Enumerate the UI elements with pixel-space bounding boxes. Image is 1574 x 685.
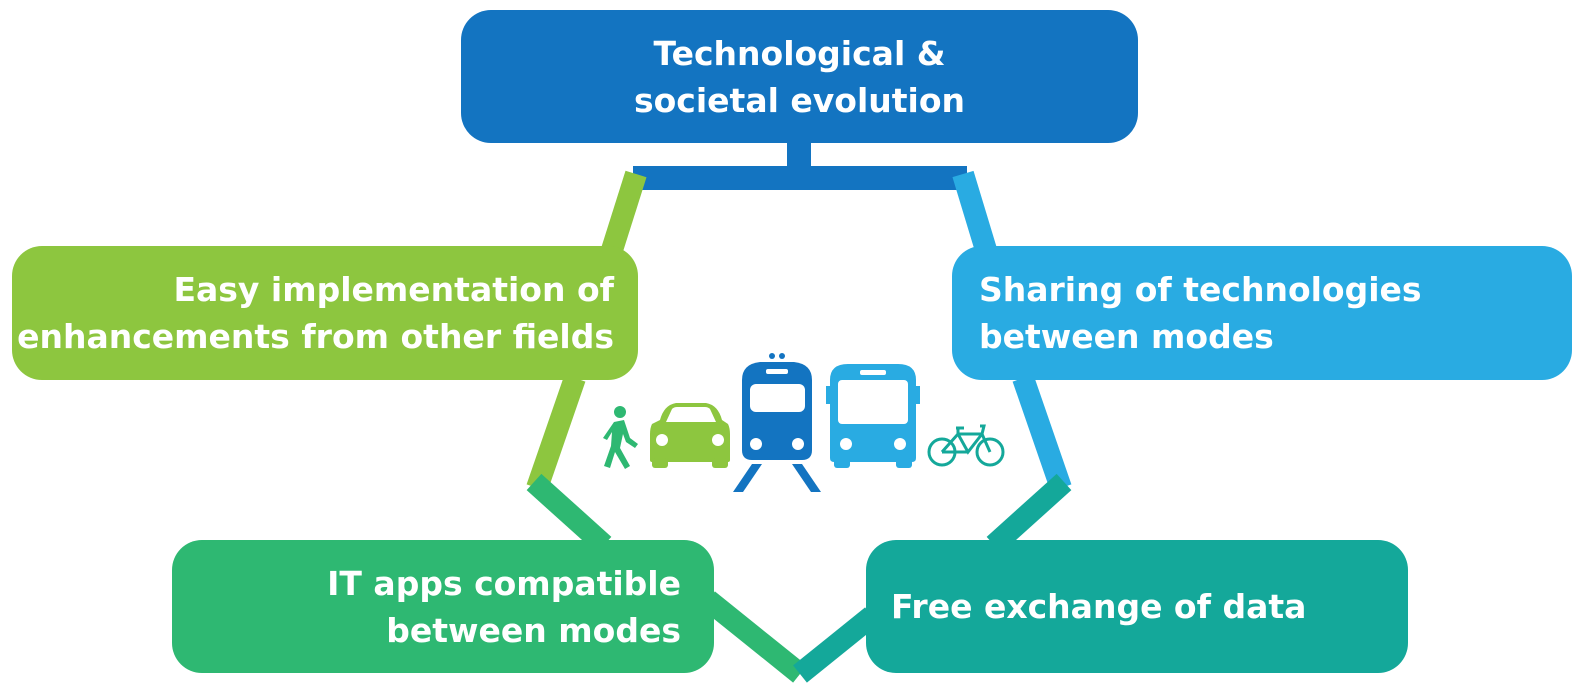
connector-bottom-right <box>793 607 879 683</box>
connector-top-stem <box>787 140 811 170</box>
connector-lower-right <box>1012 374 1072 492</box>
node-left-line-2: enhancements from other fields <box>17 317 614 356</box>
node-it-apps-compatible: IT apps compatible between modes <box>172 540 714 673</box>
pedestrian-icon <box>603 406 638 469</box>
node-left-line-1: Easy implementation of <box>173 270 614 309</box>
bicycle-icon <box>927 424 1005 467</box>
node-br-line-1: Free exchange of data <box>891 587 1307 626</box>
bus-icon <box>826 364 920 468</box>
connector-left-slope <box>526 473 612 554</box>
car-icon <box>650 403 730 468</box>
node-technological-societal-evolution: Technological & societal evolution <box>461 10 1138 143</box>
transport-icons <box>603 353 1005 492</box>
node-easy-implementation: Easy implementation of enhancements from… <box>12 246 638 380</box>
connector-bottom-left <box>701 591 807 683</box>
node-sharing-technologies: Sharing of technologies between modes <box>952 246 1572 380</box>
connector-upper-right <box>952 170 997 254</box>
node-bl-line-2: between modes <box>386 610 681 650</box>
node-right-line-1: Sharing of technologies <box>979 270 1422 309</box>
node-free-exchange-data: Free exchange of data <box>866 540 1408 673</box>
node-right-line-2: between modes <box>979 317 1274 356</box>
node-bl-line-1: IT apps compatible <box>327 563 681 603</box>
train-icon <box>733 353 821 492</box>
node-top-line-1: Technological & <box>653 33 946 73</box>
connector-top-bar <box>633 166 967 190</box>
connector-right-slope <box>986 473 1072 554</box>
connector-upper-left <box>601 170 647 254</box>
connector-lower-left <box>526 374 586 492</box>
node-top-line-2: societal evolution <box>633 80 966 120</box>
